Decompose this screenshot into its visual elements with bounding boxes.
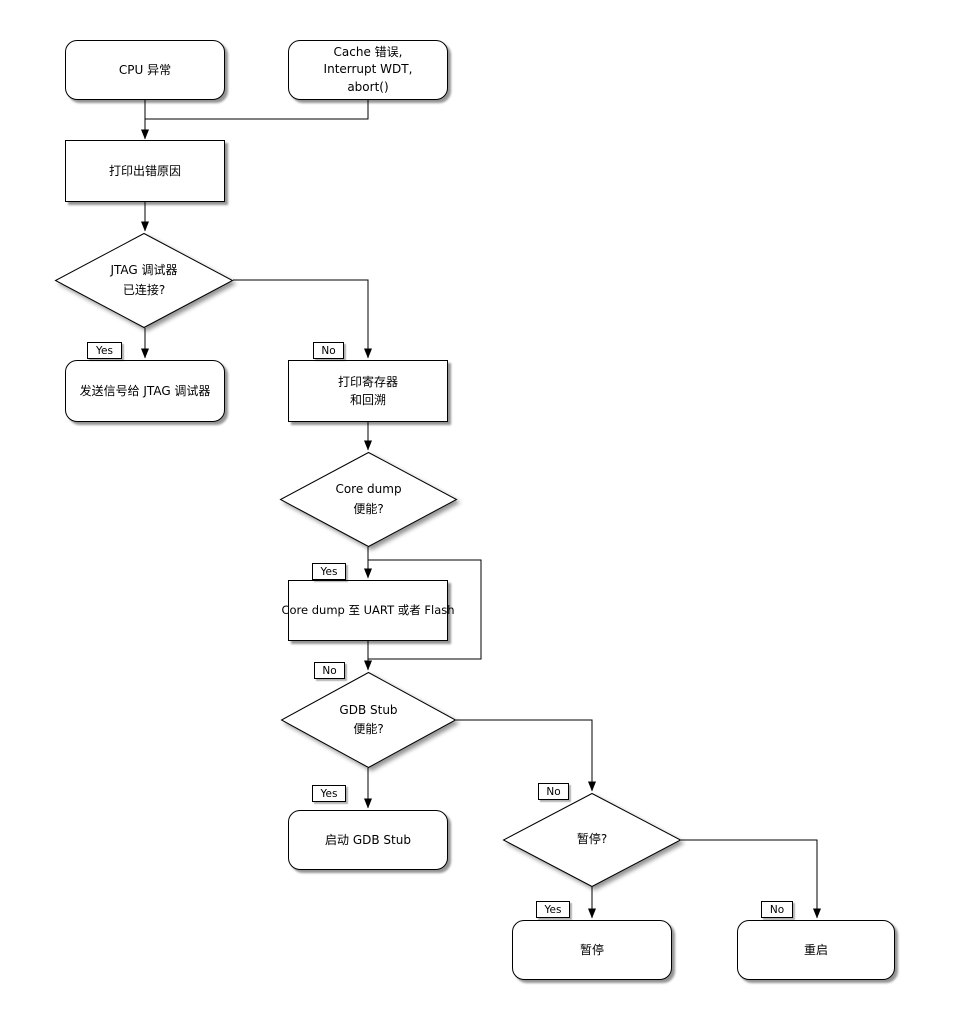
branch-label-gdb-no: No xyxy=(538,783,569,800)
branch-label-jtag-no: No xyxy=(313,342,344,359)
node-gdb-stub-enabled-decision: GDB Stub 便能? xyxy=(280,671,457,769)
node-text: 打印寄存器 xyxy=(337,375,398,389)
node-coredump-to-uart-flash: Core dump 至 UART 或者 Flash xyxy=(281,580,455,641)
node-text: abort() xyxy=(347,79,389,94)
node-coredump-enabled-decision: Core dump 便能? xyxy=(279,451,458,548)
node-text: 已连接? xyxy=(122,282,166,297)
branch-label-halt-no: No xyxy=(761,901,793,918)
branch-label-jtag-yes: Yes xyxy=(87,342,122,359)
node-text: 暂停? xyxy=(576,832,608,847)
edge-cache-merge xyxy=(145,100,369,120)
node-jtag-connected-decision: JTAG 调试器 已连接? xyxy=(54,232,234,329)
node-start-gdb-stub: 启动 GDB Stub xyxy=(288,810,448,870)
node-text: 重启 xyxy=(803,943,828,957)
node-halt-decision: 暂停? xyxy=(502,792,682,888)
node-text: 发送信号给 JTAG 调试器 xyxy=(79,384,211,398)
edge-coredump-no-bypass xyxy=(368,559,482,660)
branch-label-coredump-no: No xyxy=(314,662,345,679)
diamond-shape xyxy=(279,451,458,548)
node-print-registers: 打印寄存器 和回溯 xyxy=(288,360,448,422)
node-text: 打印出错原因 xyxy=(108,164,181,178)
diamond-shape xyxy=(280,671,457,769)
node-text: 和回溯 xyxy=(349,393,386,407)
node-text: 便能? xyxy=(353,722,384,736)
node-text: Core dump 至 UART 或者 Flash xyxy=(281,602,455,617)
branch-label-gdb-yes: Yes xyxy=(312,785,346,802)
node-text: 启动 GDB Stub xyxy=(325,833,411,847)
node-text: 暂停 xyxy=(579,943,604,957)
branch-label-halt-yes: Yes xyxy=(536,901,570,918)
edge-jtag-no-to-print-registers xyxy=(233,279,372,359)
node-text: CPU 异常 xyxy=(118,63,172,77)
node-text: GDB Stub xyxy=(339,702,398,717)
node-text: Interrupt WDT, xyxy=(323,62,413,77)
node-text: Core dump xyxy=(335,482,402,497)
node-text: Cache 错误, xyxy=(333,44,403,59)
node-text: JTAG 调试器 xyxy=(110,263,178,278)
edge-gdb-no-to-halt-q xyxy=(456,719,596,792)
node-reboot: 重启 xyxy=(737,920,895,980)
node-cache-error: Cache 错误, Interrupt WDT, abort() xyxy=(288,40,448,100)
diamond-shape xyxy=(502,792,682,888)
node-cpu-exception: CPU 异常 xyxy=(65,40,225,100)
edge-halt-no-to-reboot xyxy=(681,839,821,919)
diamond-shape xyxy=(54,232,234,329)
node-text: 便能? xyxy=(353,501,384,516)
branch-label-coredump-yes: Yes xyxy=(312,563,346,580)
node-print-error-reason: 打印出错原因 xyxy=(65,140,225,202)
node-send-signal-jtag: 发送信号给 JTAG 调试器 xyxy=(65,360,225,422)
node-halt: 暂停 xyxy=(512,920,672,980)
